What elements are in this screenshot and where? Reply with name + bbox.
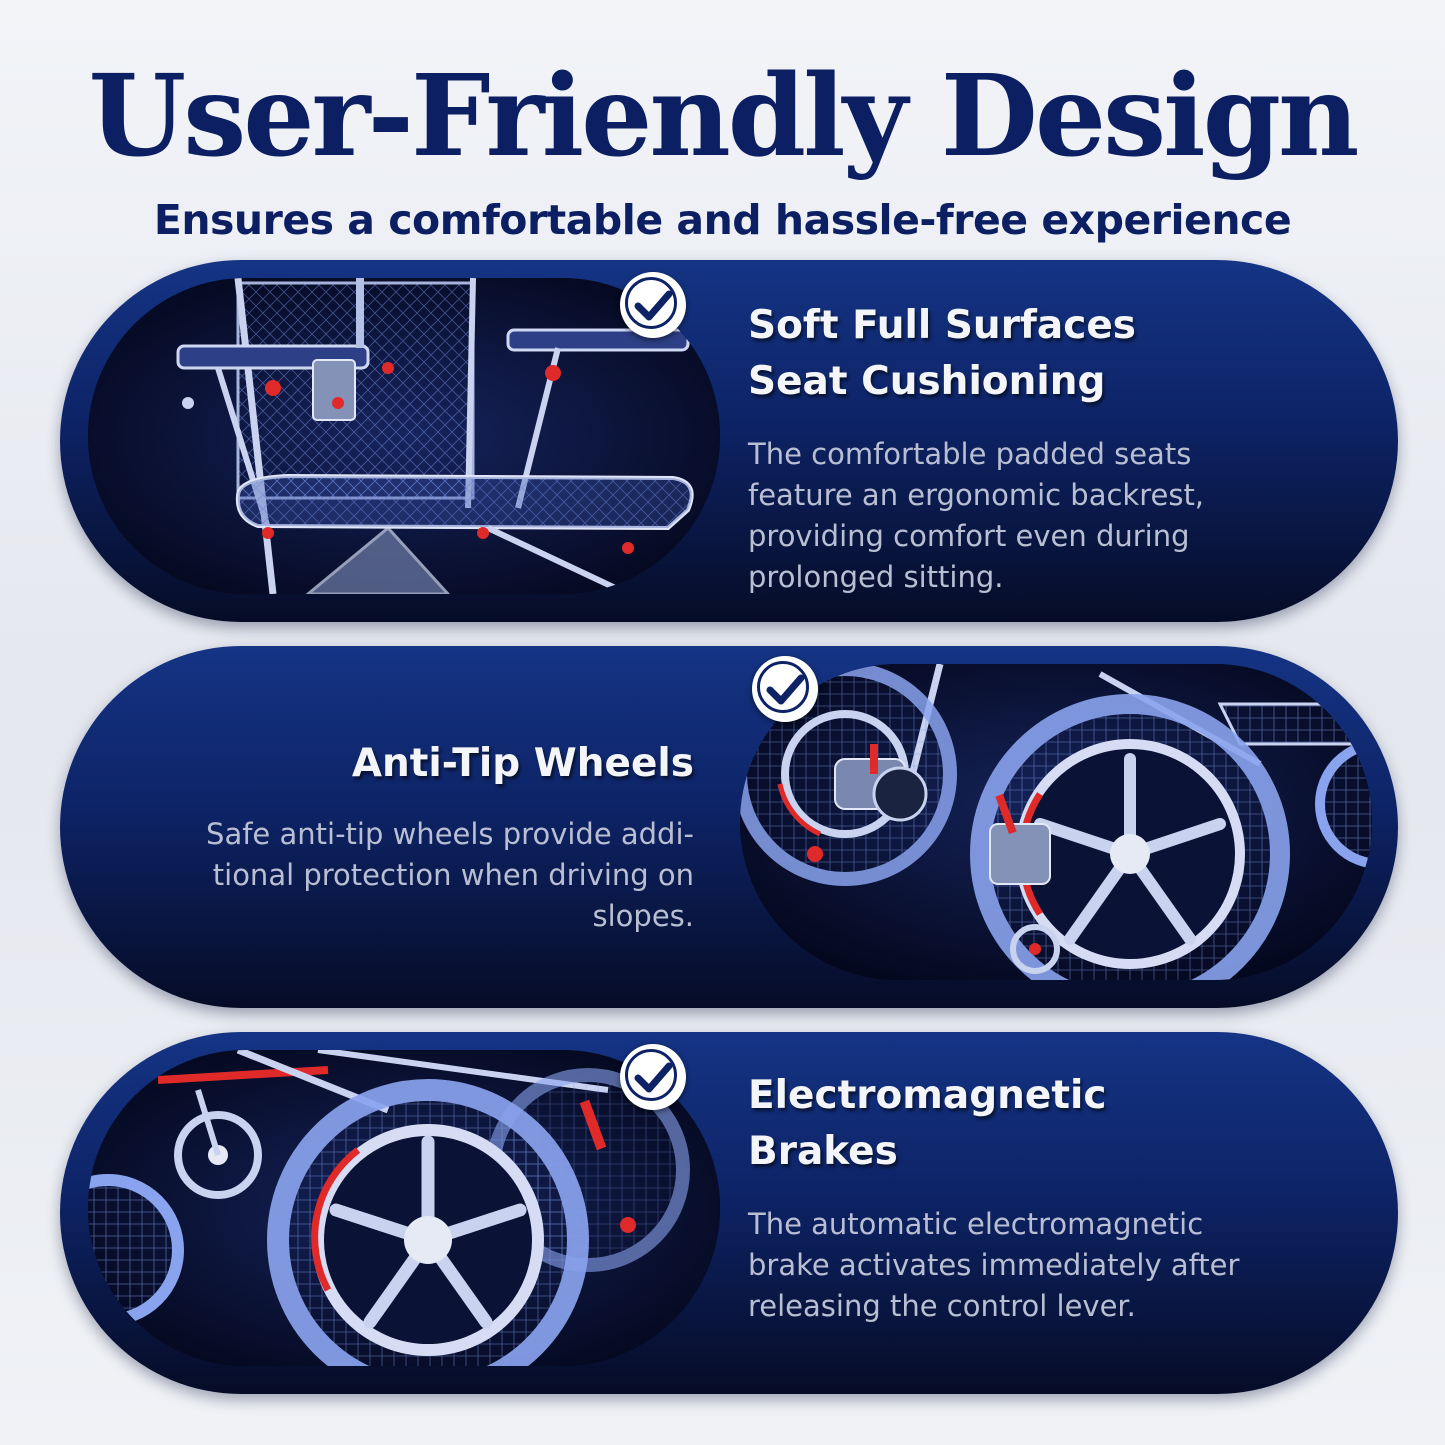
feature-description: The automatic electromagnetic brake acti…: [748, 1207, 1240, 1323]
check-circle-icon: [620, 1044, 686, 1110]
wheels-image: [740, 664, 1372, 980]
page-subtitle: Ensures a comfortable and hassle-free ex…: [153, 196, 1292, 244]
seat-image: [88, 278, 720, 594]
feature-title: Electromagnetic Brakes: [748, 1073, 1107, 1174]
check-circle-icon: [620, 272, 686, 338]
feature-card-anti-tip: Anti-Tip Wheels Safe anti-tip wheels pro…: [60, 646, 1398, 1008]
feature-description: The comfortable padded seats feature an …: [748, 437, 1205, 594]
feature-description: Safe anti-tip wheels provide addi- tiona…: [206, 817, 694, 933]
feature-title: Anti-Tip Wheels: [351, 741, 694, 786]
feature-title: Soft Full Surfaces Seat Cushioning: [748, 303, 1137, 404]
check-circle-icon: [752, 656, 818, 722]
feature-card-brakes: Electromagnetic Brakes The automatic ele…: [60, 1032, 1398, 1394]
feature-card-seat: Soft Full Surfaces Seat Cushioning The c…: [60, 260, 1398, 622]
brake-wheel-image: [88, 1050, 720, 1366]
page-title: User-Friendly Design: [88, 51, 1360, 182]
